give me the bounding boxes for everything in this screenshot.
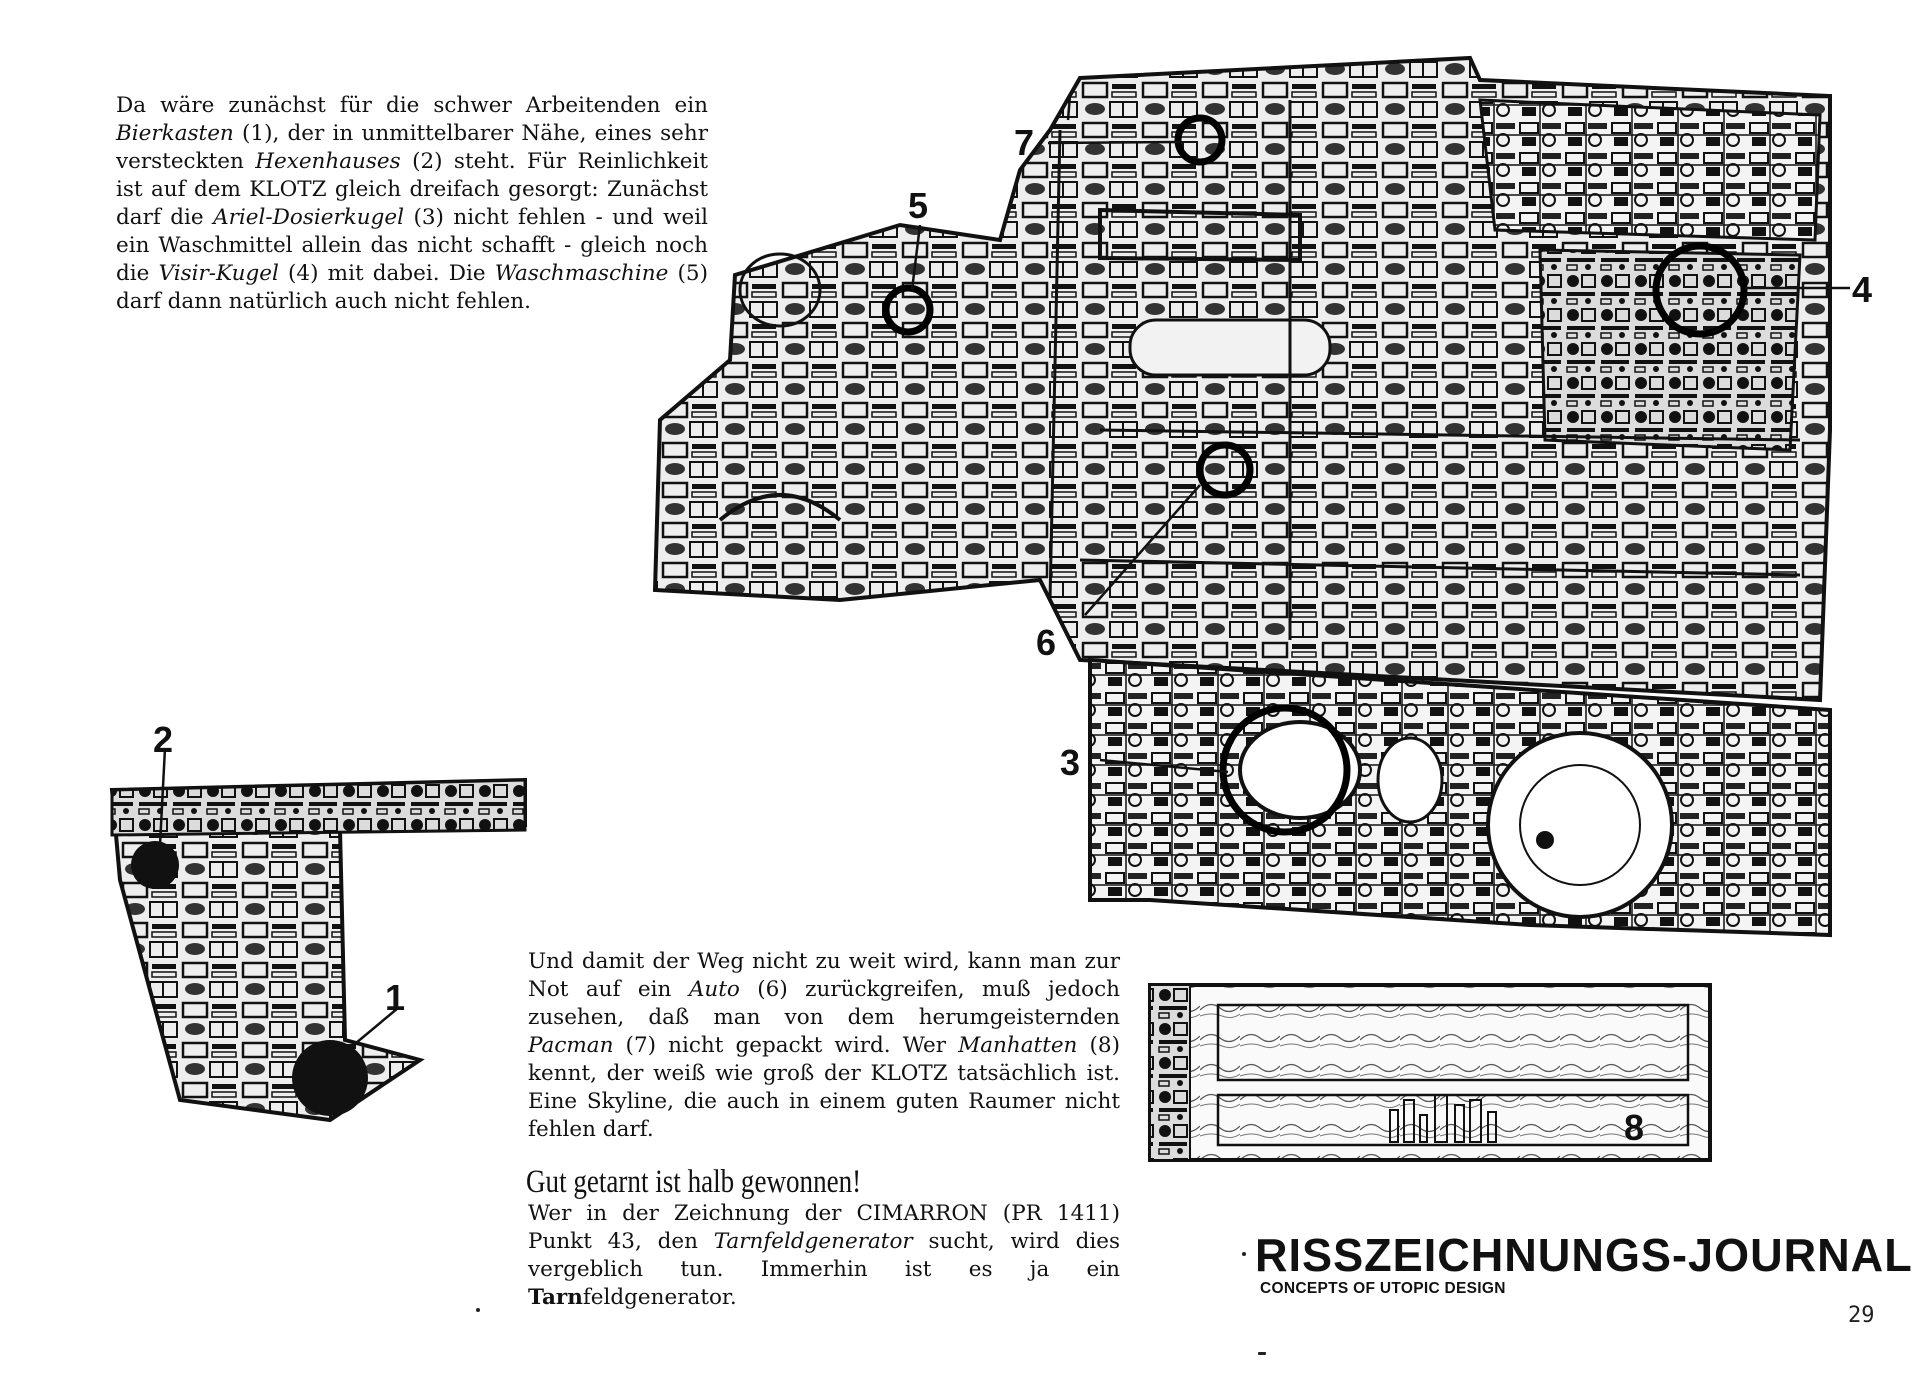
term-auto: Auto (688, 977, 740, 1002)
text-run: feldgenerator. (582, 1285, 737, 1310)
leader-lines (158, 94, 1850, 1059)
callout-7: 7 (1014, 122, 1034, 163)
text-run: Und damit der Weg nicht zu weit wird, ka… (528, 949, 1120, 1002)
main-cutaway-drawing (652, 55, 1832, 703)
journal-subtitle: CONCEPTS OF UTOPIC DESIGN (1260, 1280, 1506, 1297)
third-paragraph: Wer in der Zeichnung der CIMARRON (PR 14… (528, 1200, 1120, 1312)
term-waschmaschine: Waschmaschine (494, 261, 669, 286)
callout-5: 5 (908, 185, 928, 226)
text-run: (6) zurückgreifen, muß jedoch zusehen, d… (528, 977, 1121, 1030)
skyline-drawing (1148, 983, 1712, 1162)
page-number: 29 (1848, 1303, 1875, 1328)
callout-4: 4 (1852, 269, 1872, 310)
term-ariel-dosierkugel: Ariel-Dosierkugel (213, 205, 404, 230)
callout-8: 8 (1624, 1107, 1644, 1148)
text-run: Da wäre zunächst für die schwer Arbeiten… (116, 93, 708, 118)
term-bierkasten: Bierkasten (116, 121, 234, 146)
text-run: (4) mit dabei. Die (278, 261, 495, 286)
term-manhatten: Manhatten (958, 1033, 1078, 1058)
journal-logo: RISSZEICHNUNGS-JOURNAL (1255, 1229, 1913, 1281)
text-run: sucht, wird dies vergeblich tun. Immerhi… (528, 1229, 1120, 1282)
decorative-dot (476, 1308, 480, 1312)
text-run: (5) darf dann natürlich auch nicht fehle… (116, 261, 708, 314)
section-heading: Gut getarnt ist halb gewonnen! (526, 1164, 862, 1200)
text-run: (7) nicht gepackt wird. Wer (613, 1033, 959, 1058)
text-run: (1), der in unmittelbarer Nähe, eines se… (116, 121, 708, 174)
decorative-dot (1242, 1252, 1246, 1256)
callout-3: 3 (1060, 742, 1080, 783)
decorative-dash (1258, 1352, 1266, 1355)
text-run: Wer in der Zeichnung der CIMARRON (PR 14… (528, 1201, 1120, 1254)
term-pacman: Pacman (528, 1033, 614, 1058)
callout-rings (882, 114, 1748, 836)
text-run: (2) steht. Für Reinlichkeit ist auf dem … (116, 149, 708, 230)
bold-term: Tarn (528, 1285, 583, 1310)
beer-crate-section-drawing (109, 777, 527, 1123)
term-hexenhaus: Hexenhauses (255, 149, 401, 174)
text-run: (8) kennt, der weiß wie groß der KLOTZ t… (528, 1033, 1120, 1142)
callout-1: 1 (385, 977, 405, 1018)
callout-6: 6 (1036, 622, 1056, 663)
term-visir-kugel: Visir-Kugel (158, 261, 279, 286)
callout-2: 2 (153, 719, 173, 760)
washing-section-drawing (1088, 657, 1832, 938)
text-run: (3) nicht fehlen - und weil ein Waschmit… (116, 205, 708, 286)
term-tarnfeldgenerator: Tarnfeldgenerator (713, 1229, 913, 1254)
second-paragraph: Und damit der Weg nicht zu weit wird, ka… (528, 948, 1120, 1144)
intro-paragraph: Da wäre zunächst für die schwer Arbeiten… (116, 92, 708, 316)
